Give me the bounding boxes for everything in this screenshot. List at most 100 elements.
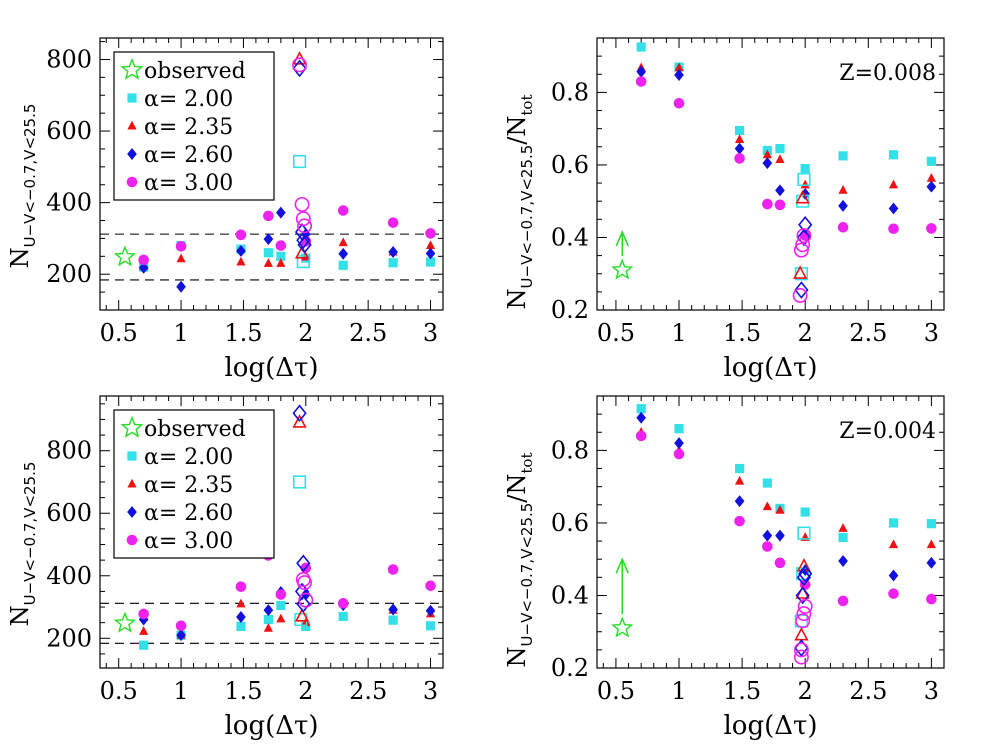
data-point-diamond	[388, 246, 398, 259]
observed-point	[113, 245, 137, 267]
data-point-diamond	[176, 280, 186, 293]
y-tick-label: 0.4	[551, 581, 589, 609]
data-point-triangle	[425, 240, 436, 250]
open-point-triangle	[292, 414, 307, 428]
data-point-circle	[926, 223, 937, 234]
data-point-square	[425, 257, 436, 267]
data-point-square	[276, 251, 286, 261]
data-point-circle	[888, 223, 899, 235]
open-point-circle	[795, 613, 811, 629]
x-tick-label: 1	[671, 677, 686, 705]
data-point-triangle	[775, 154, 785, 163]
open-point-square	[797, 172, 811, 187]
open-point-circle	[295, 211, 311, 227]
data-point-diamond	[425, 247, 436, 260]
x-tick-label: 1	[671, 319, 686, 347]
data-point-diamond	[926, 180, 937, 193]
data-point-diamond	[734, 495, 745, 508]
data-point-circle	[425, 228, 436, 239]
data-point-diamond	[176, 629, 186, 642]
data-point-triangle	[263, 258, 273, 267]
data-point-diamond	[138, 613, 149, 626]
data-point-square	[388, 258, 398, 268]
y-tick-label: 0.6	[551, 151, 589, 179]
legend-label: α= 3.00	[144, 171, 233, 196]
x-tick-label: 2.5	[349, 677, 387, 705]
plot-frame	[99, 395, 444, 669]
open-point-diamond	[297, 236, 312, 254]
y-tick-label: 0.4	[551, 223, 589, 251]
x-tick-label: 2	[298, 319, 313, 347]
legend-label: observed	[144, 59, 246, 84]
y-axis-label: NU−V<−0.7,V<25.5/Ntot	[503, 95, 536, 310]
open-point-diamond	[296, 554, 311, 573]
data-point-diamond	[674, 69, 684, 81]
data-point-triangle	[888, 539, 899, 549]
data-point-square	[263, 614, 273, 625]
data-point-triangle	[276, 258, 286, 267]
x-tick-label: 3	[423, 319, 438, 347]
data-point-circle	[635, 430, 647, 442]
data-point-square	[888, 150, 899, 160]
open-point-circle	[796, 606, 812, 622]
data-point-diamond	[888, 569, 899, 582]
x-tick-label: 0.5	[100, 319, 138, 347]
data-point-circle	[235, 229, 247, 241]
data-point-square	[734, 463, 745, 474]
data-point-circle	[425, 580, 436, 592]
open-point-diamond	[794, 281, 809, 299]
data-point-square	[338, 611, 348, 622]
data-point-diamond	[388, 603, 398, 616]
data-point-circle	[673, 97, 685, 109]
data-point-circle	[734, 153, 745, 164]
data-point-square	[139, 640, 149, 650]
data-point-square	[263, 248, 273, 258]
open-point-square	[797, 526, 811, 540]
open-point-circle	[797, 598, 813, 614]
open-point-square	[292, 475, 307, 489]
plot-frame	[596, 395, 945, 669]
data-point-triangle	[301, 617, 311, 627]
open-point-circle	[796, 228, 812, 244]
data-point-diamond	[926, 556, 937, 569]
open-point-diamond	[796, 568, 812, 587]
data-point-square	[762, 478, 772, 488]
data-point-diamond	[263, 233, 274, 246]
data-point-triangle	[276, 613, 286, 623]
x-tick-label: 2.5	[849, 319, 887, 347]
x-axis-label: log(Δτ)	[224, 711, 318, 741]
data-point-square	[926, 519, 936, 529]
y-axis-label: NU−V<−0.7,V<25.5	[6, 462, 39, 627]
x-tick-label: 1.5	[723, 319, 761, 347]
legend-marker	[126, 176, 138, 188]
legend-marker	[127, 478, 137, 488]
legend-marker	[127, 148, 137, 160]
data-point-triangle	[338, 237, 348, 247]
data-point-circle	[387, 564, 399, 575]
open-point-circle	[795, 237, 811, 253]
y-tick-label: 200	[46, 260, 92, 288]
open-point-triangle	[794, 626, 809, 641]
data-point-circle	[275, 589, 287, 600]
data-point-diamond	[775, 184, 785, 197]
data-point-circle	[762, 541, 773, 552]
data-point-square	[338, 260, 348, 270]
open-point-circle	[297, 218, 313, 234]
x-tick-label: 0.5	[100, 677, 138, 705]
observed-point	[611, 258, 634, 280]
open-point-diamond	[796, 228, 812, 247]
data-point-square	[236, 621, 246, 632]
observed-point	[611, 616, 634, 638]
y-tick-label: 800	[46, 437, 92, 465]
data-point-diamond	[636, 65, 646, 78]
open-point-circle	[294, 196, 310, 212]
x-tick-label: 1	[173, 319, 188, 347]
x-tick-label: 3	[423, 677, 438, 705]
data-point-diamond	[636, 411, 646, 424]
y-tick-label: 0.8	[551, 436, 589, 464]
x-tick-label: 3	[924, 319, 939, 347]
legend-label: α= 2.60	[144, 501, 233, 526]
plot-frame	[596, 37, 945, 311]
